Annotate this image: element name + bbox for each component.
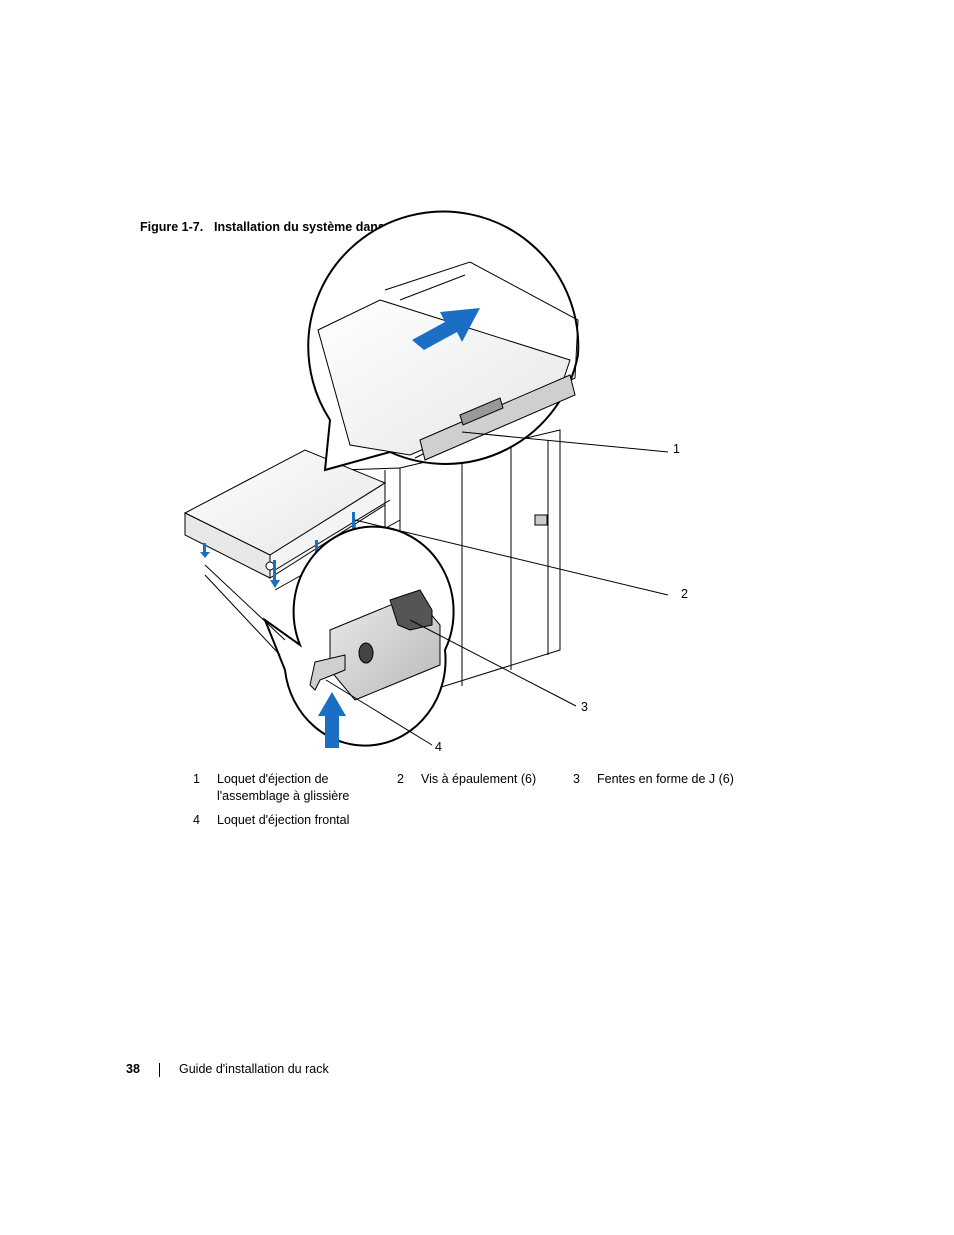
legend-text: Vis à épaulement (6) — [421, 772, 537, 786]
page-number: 38 — [126, 1062, 140, 1076]
callout-4: 4 — [435, 740, 442, 754]
callout-leaders — [325, 431, 669, 746]
server-chassis — [183, 449, 401, 591]
figure-number: Figure 1-7. — [140, 220, 204, 234]
callout-3: 3 — [581, 700, 588, 714]
latch-release-arrow — [318, 692, 346, 748]
legend-text: Fentes en forme de J (6) — [597, 772, 734, 786]
latch-detail-magnifier — [204, 525, 455, 747]
footer-separator — [159, 1063, 160, 1077]
callout-2: 2 — [681, 587, 688, 601]
legend-number: 2 — [397, 772, 404, 786]
legend-number: 4 — [193, 813, 200, 827]
legend-number: 1 — [193, 772, 200, 786]
slide-direction-arrow — [412, 308, 480, 350]
rail-detail-magnifier — [307, 210, 580, 472]
legend-text: Loquet d'éjection de l'assemblage à glis… — [217, 772, 350, 803]
legend-text: Loquet d'éjection frontal — [217, 813, 350, 827]
legend-number: 3 — [573, 772, 580, 786]
callout-1: 1 — [673, 442, 680, 456]
rack-installation-illustration — [183, 210, 669, 748]
footer-title: Guide d'installation du rack — [179, 1062, 329, 1076]
